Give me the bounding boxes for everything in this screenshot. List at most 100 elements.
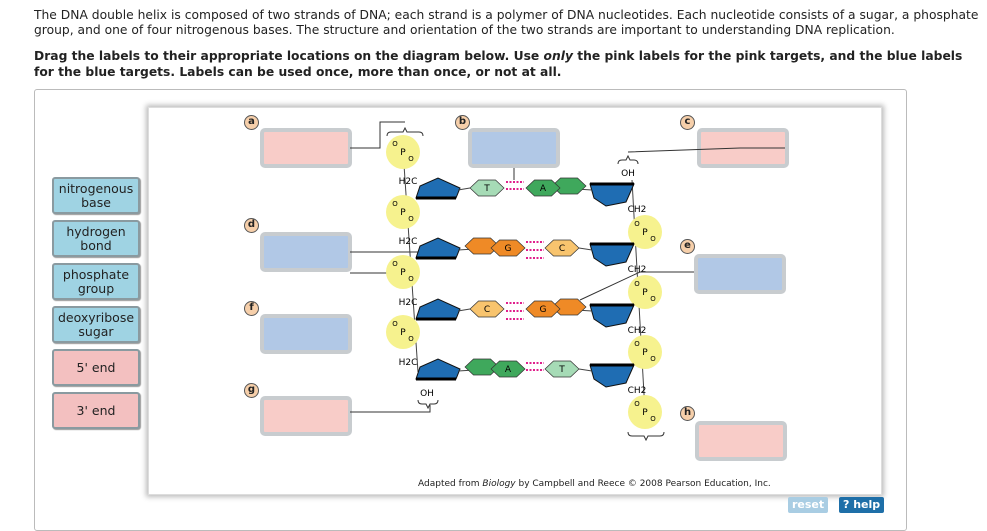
- leader-line: [350, 121, 405, 149]
- bracket-5prime-bottom: [627, 431, 665, 442]
- deoxyribose-sugar-icon: [589, 243, 635, 267]
- phosphate-group-icon: [386, 195, 420, 229]
- phosphate-group-icon: [386, 315, 420, 349]
- drop-target-g[interactable]: [260, 396, 352, 436]
- oxygen-label: O: [650, 355, 656, 363]
- reset-button[interactable]: reset: [788, 497, 829, 513]
- phosphorus-label: P: [642, 288, 648, 298]
- base-label: T: [483, 184, 490, 194]
- glycosidic-bond: [457, 308, 471, 312]
- base-label: T: [558, 365, 565, 375]
- glycosidic-bond: [578, 247, 593, 251]
- purine-ring: [551, 177, 587, 195]
- base-label: A: [540, 184, 547, 194]
- intro-text: The DNA double helix is composed of two …: [34, 8, 979, 37]
- credit-book: Biology: [482, 479, 516, 489]
- oh-label: OH: [420, 389, 434, 399]
- phosphorus-label: P: [642, 408, 648, 418]
- target-marker-h: h: [680, 406, 695, 421]
- oxygen-label: O: [634, 400, 640, 408]
- deoxyribose-sugar-icon: [589, 364, 635, 388]
- base-C: [544, 239, 580, 257]
- oxygen-label: O: [408, 215, 414, 223]
- instr-emphasis: only: [543, 49, 573, 63]
- target-marker-b: b: [455, 115, 470, 130]
- oxygen-label: O: [392, 260, 398, 268]
- h2c-label: H2C: [399, 298, 418, 308]
- glycosidic-bond: [457, 187, 471, 191]
- h2c-label: H2C: [399, 177, 418, 187]
- bracket-3prime-bottom: [417, 399, 439, 410]
- drag-label-3-end[interactable]: 3' end: [52, 392, 140, 429]
- drop-target-b[interactable]: [468, 128, 560, 168]
- ch2-label: CH2: [628, 386, 647, 396]
- deoxyribose-sugar-icon: [415, 177, 461, 199]
- phosphorus-label: P: [642, 348, 648, 358]
- oxygen-label: O: [408, 155, 414, 163]
- oxygen-label: O: [650, 295, 656, 303]
- oxygen-label: O: [634, 340, 640, 348]
- drag-label-5-end[interactable]: 5' end: [52, 349, 140, 386]
- drag-label-phosphate-group[interactable]: phosphate group: [52, 263, 140, 300]
- leader-line: [350, 405, 431, 413]
- drag-label-nitrogenous-base[interactable]: nitrogenous base: [52, 177, 140, 214]
- drag-label-deoxyribose-sugar[interactable]: deoxyribose sugar: [52, 306, 140, 343]
- oh-label: OH: [621, 169, 635, 179]
- oxygen-label: O: [408, 335, 414, 343]
- phosphate-group-icon: [628, 215, 662, 249]
- oxygen-label: O: [650, 235, 656, 243]
- oxygen-label: O: [634, 220, 640, 228]
- phosphorus-label: P: [642, 228, 648, 238]
- base-C: [469, 300, 505, 318]
- bracket-5prime-top: [386, 126, 424, 137]
- ch2-label: CH2: [628, 326, 647, 336]
- leader-line: [579, 271, 694, 301]
- base-label: G: [540, 305, 547, 315]
- glycosidic-bond: [578, 368, 593, 372]
- phosphorus-label: P: [400, 268, 406, 278]
- base-G: [490, 239, 526, 257]
- phosphate-group-icon: [628, 335, 662, 369]
- instr-part: the pink labels for the pink targets, an…: [34, 49, 963, 79]
- instr-part: Drag the labels to their appropriate loc…: [34, 49, 544, 63]
- deoxyribose-sugar-icon: [589, 183, 635, 207]
- h2c-label: H2C: [399, 237, 418, 247]
- drop-target-e[interactable]: [694, 254, 786, 294]
- deoxyribose-sugar-icon: [415, 298, 461, 320]
- deoxyribose-sugar-icon: [415, 237, 461, 259]
- purine-ring: [551, 298, 587, 316]
- target-marker-e: e: [680, 239, 695, 254]
- leader-line: [627, 147, 785, 153]
- bracket-3prime-top: [617, 154, 639, 165]
- oxygen-label: O: [650, 415, 656, 423]
- phosphate-group-icon: [386, 135, 420, 169]
- drop-target-d[interactable]: [260, 232, 352, 272]
- oxygen-label: O: [392, 140, 398, 148]
- phosphate-group-icon: [628, 275, 662, 309]
- credit-part: by Campbell and Reece © 2008 Pearson Edu…: [515, 479, 771, 489]
- phosphate-group-icon: [386, 255, 420, 289]
- oxygen-label: O: [408, 275, 414, 283]
- target-marker-f: f: [244, 301, 259, 316]
- base-A: [525, 179, 561, 197]
- deoxyribose-sugar-icon: [415, 358, 461, 380]
- help-button[interactable]: ? help: [839, 497, 885, 513]
- ch2-label: CH2: [628, 205, 647, 215]
- base-label: C: [559, 244, 565, 254]
- target-marker-a: a: [244, 115, 259, 130]
- phosphorus-label: P: [400, 328, 406, 338]
- oxygen-label: O: [392, 320, 398, 328]
- drag-label-hydrogen-bond[interactable]: hydrogen bond: [52, 220, 140, 257]
- drop-target-h[interactable]: [695, 421, 787, 461]
- phosphorus-label: P: [400, 148, 406, 158]
- base-T: [469, 179, 505, 197]
- oxygen-label: O: [634, 280, 640, 288]
- oxygen-label: O: [392, 200, 398, 208]
- instructions: Drag the labels to their appropriate loc…: [34, 48, 984, 80]
- target-marker-g: g: [244, 383, 259, 398]
- phosphate-group-icon: [628, 395, 662, 429]
- base-A: [490, 360, 526, 378]
- drop-target-f[interactable]: [260, 314, 352, 354]
- target-marker-c: c: [680, 115, 695, 130]
